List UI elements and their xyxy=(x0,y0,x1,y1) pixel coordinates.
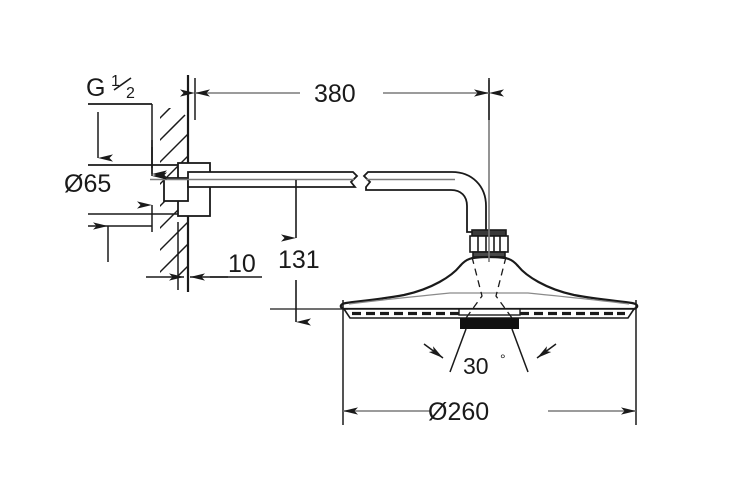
thread-label-prefix: G xyxy=(86,74,105,102)
head-diameter-label: Ø260 xyxy=(428,398,489,426)
dim-wall-offset xyxy=(146,222,262,290)
wall-offset-label: 10 xyxy=(228,250,256,278)
drop-height-label: 131 xyxy=(278,246,320,274)
thread-fraction: 1 2 xyxy=(111,73,135,102)
dim-drop-height xyxy=(270,171,348,326)
spray-face xyxy=(342,308,636,329)
flange-inner-sleeve xyxy=(163,177,189,202)
dim-arm-length xyxy=(180,78,504,120)
spray-angle-value: 30 xyxy=(463,353,489,379)
arm-length-label: 380 xyxy=(314,80,356,108)
spray-angle-degree-symbol: ° xyxy=(500,351,506,367)
spray-cone xyxy=(465,256,513,319)
dim-head-diameter xyxy=(342,300,637,425)
dim-flange-diameter xyxy=(88,147,178,262)
thread-denominator: 2 xyxy=(126,85,135,102)
dim-spray-angle xyxy=(423,343,557,359)
flange-diameter-label: Ø65 xyxy=(64,170,111,198)
thread-numerator: 1 xyxy=(111,73,120,90)
spray-cone-lower xyxy=(449,328,529,373)
